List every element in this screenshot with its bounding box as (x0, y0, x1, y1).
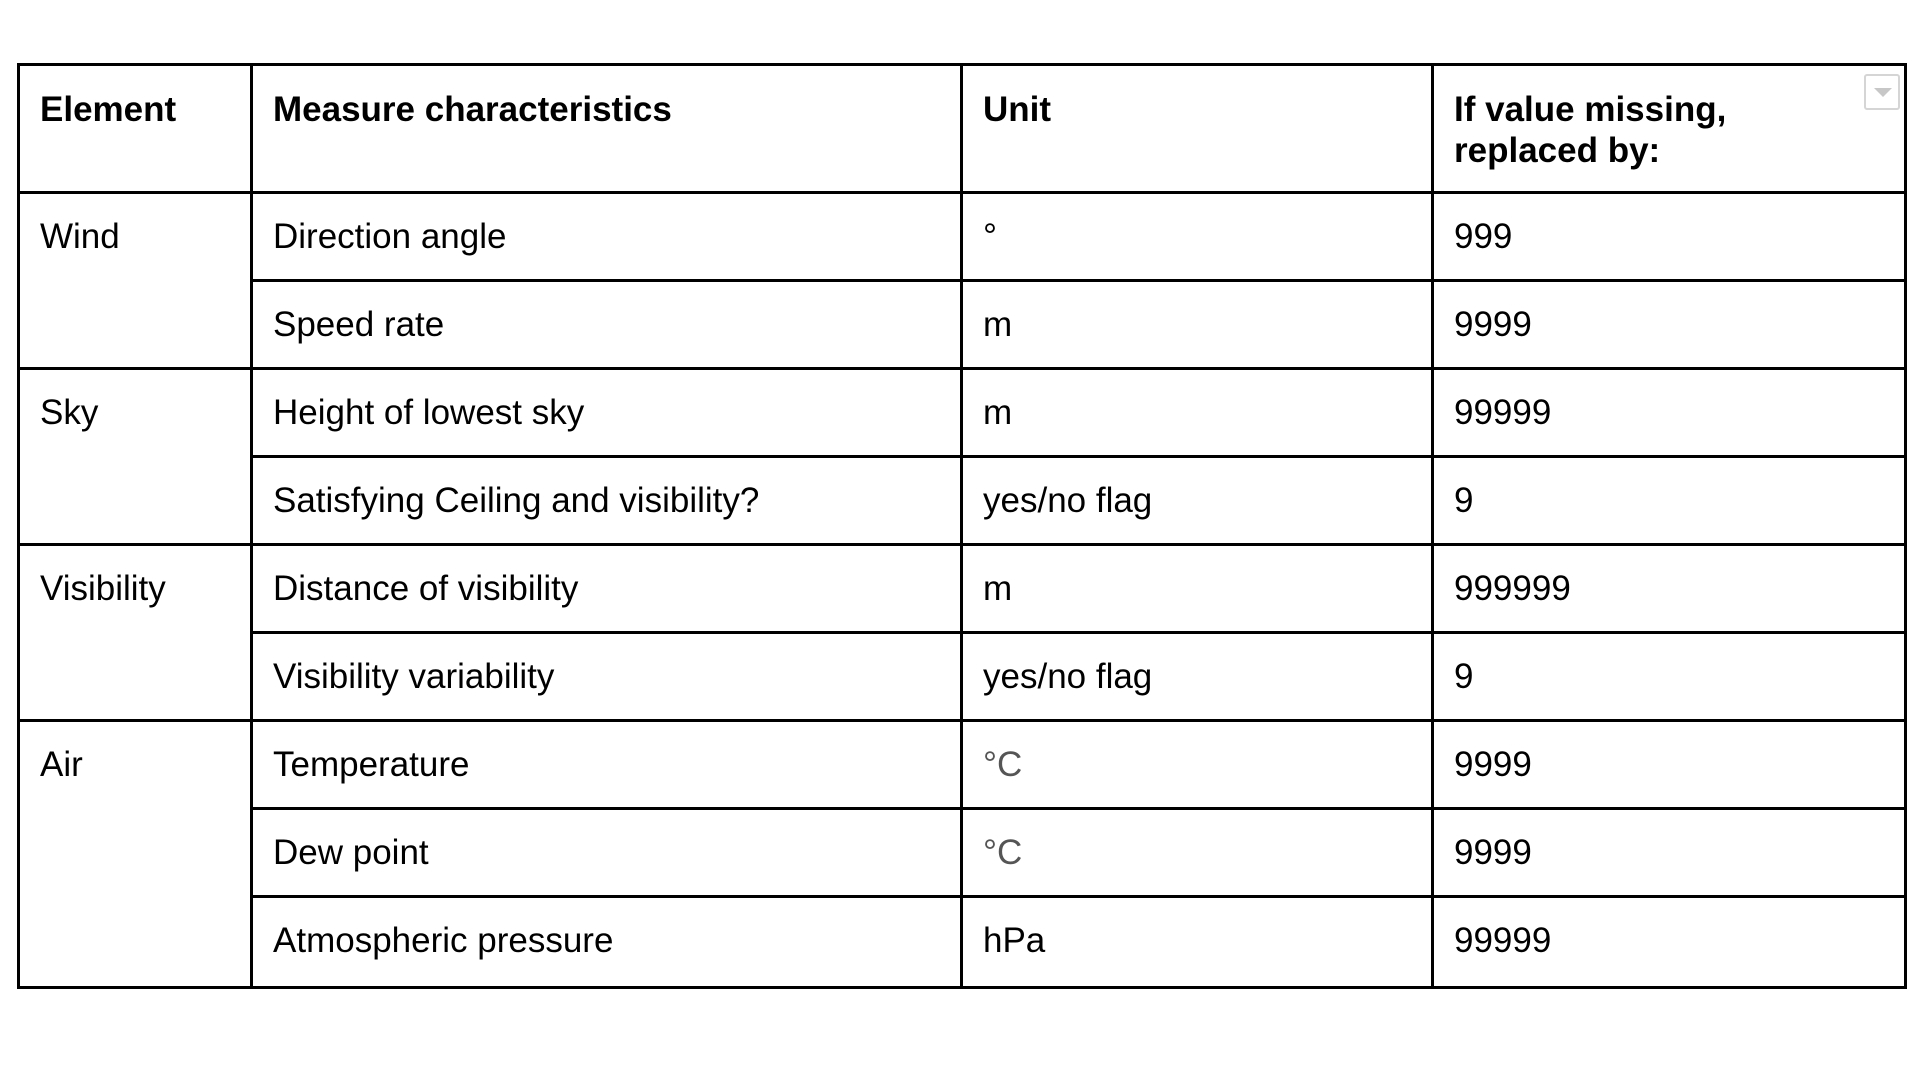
missing-cell: 99999 (1431, 367, 1907, 458)
header-missing: If value missing, replaced by: (1454, 90, 1727, 170)
measure-cell: Dew point (250, 807, 963, 898)
unit-cell: m (960, 279, 1434, 370)
element-cell-sky: Sky (17, 367, 253, 546)
element-cell-visibility: Visibility (17, 543, 253, 722)
header-missing-cell: If value missing, replaced by: (1431, 63, 1907, 194)
unit-cell: yes/no flag (960, 631, 1434, 722)
measure-cell: Speed rate (250, 279, 963, 370)
element-cell-wind: Wind (17, 191, 253, 370)
unit-cell: °C (960, 719, 1434, 810)
missing-cell: 9 (1431, 631, 1907, 722)
data-table: Element Measure characteristics Unit If … (17, 63, 1907, 989)
table-header-row: Element Measure characteristics Unit If … (17, 63, 1907, 194)
missing-cell: 9999 (1431, 279, 1907, 370)
unit-cell: m (960, 543, 1434, 634)
table-row: Atmospheric pressure hPa 99999 (19, 895, 1907, 989)
table-row: Visibility variability yes/no flag 9 (19, 631, 1907, 722)
measure-cell: Height of lowest sky (250, 367, 963, 458)
unit-cell: °C (960, 807, 1434, 898)
missing-cell: 99999 (1431, 895, 1907, 989)
header-element: Element (17, 63, 253, 194)
unit-cell: m (960, 367, 1434, 458)
measure-cell: Distance of visibility (250, 543, 963, 634)
table-row: Air Temperature °C 9999 (17, 719, 1907, 989)
missing-cell: 9999 (1431, 719, 1907, 810)
element-cell-air: Air (17, 719, 253, 989)
missing-cell: 999 (1431, 191, 1907, 282)
measure-cell: Direction angle (250, 191, 963, 282)
missing-cell: 9999 (1431, 807, 1907, 898)
table-row: Speed rate m 9999 (19, 279, 1907, 370)
table-row: Sky Height of lowest sky m 99999 (17, 367, 1907, 546)
table-row: Dew point °C 9999 (19, 807, 1907, 898)
table-row: Wind Direction angle ° 999 (17, 191, 1907, 370)
header-measure: Measure characteristics (250, 63, 963, 194)
missing-cell: 9 (1431, 455, 1907, 546)
header-unit: Unit (960, 63, 1434, 194)
unit-cell: ° (960, 191, 1434, 282)
missing-cell: 999999 (1431, 543, 1907, 634)
measure-cell: Atmospheric pressure (250, 895, 963, 989)
table-row: Satisfying Ceiling and visibility? yes/n… (19, 455, 1907, 546)
table-row: Visibility Distance of visibility m 9999… (17, 543, 1907, 722)
chevron-down-icon[interactable] (1864, 74, 1900, 110)
unit-cell: hPa (960, 895, 1434, 989)
unit-cell: yes/no flag (960, 455, 1434, 546)
measure-cell: Visibility variability (250, 631, 963, 722)
measure-cell: Temperature (250, 719, 963, 810)
measure-cell: Satisfying Ceiling and visibility? (250, 455, 963, 546)
